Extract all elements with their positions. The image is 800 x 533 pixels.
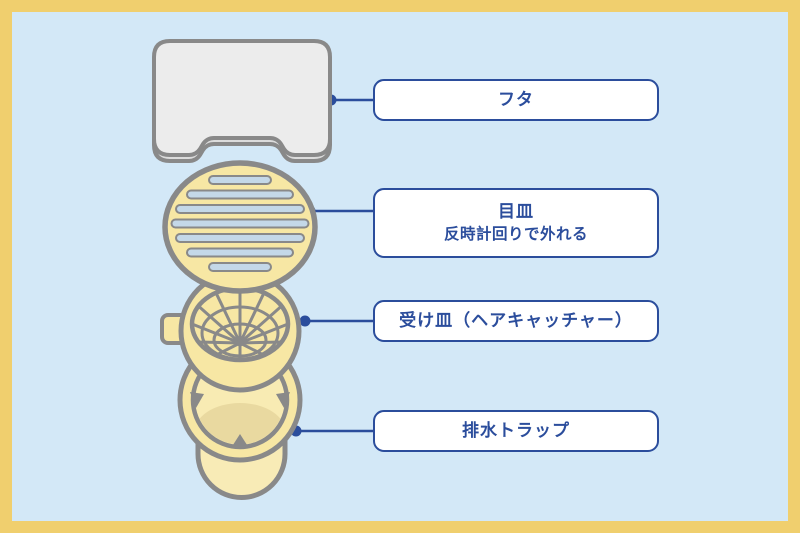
label-box-lid: フタ bbox=[373, 79, 659, 121]
label-strainer: 目皿 bbox=[498, 202, 534, 222]
connector-dot-hair-catcher bbox=[299, 315, 311, 327]
trap-lug-left bbox=[190, 392, 204, 408]
label-hair-catcher: 受け皿（ヘアキャッチャー） bbox=[399, 311, 633, 331]
label-strainer-note: 反時計回りで外れる bbox=[443, 226, 588, 244]
lid-top bbox=[152, 39, 332, 157]
connector-hair-catcher bbox=[299, 315, 374, 327]
connector-trap bbox=[290, 425, 374, 437]
connector-lid bbox=[325, 94, 374, 106]
trap-lug-right bbox=[276, 392, 290, 408]
label-lid: フタ bbox=[498, 90, 534, 110]
label-box-strainer: 目皿 反時計回りで外れる bbox=[373, 188, 659, 258]
label-box-trap: 排水トラップ bbox=[373, 410, 659, 452]
strainer-slats bbox=[170, 175, 310, 272]
strainer-plate-illustration bbox=[162, 160, 318, 294]
lid-illustration bbox=[152, 39, 332, 163]
hair-catcher-illustration bbox=[160, 269, 302, 393]
label-trap: 排水トラップ bbox=[462, 421, 570, 441]
trap-lug-bottom bbox=[231, 434, 249, 448]
label-box-hair-catcher: 受け皿（ヘアキャッチャー） bbox=[373, 300, 659, 342]
trap-bowl-shadow bbox=[195, 403, 285, 445]
